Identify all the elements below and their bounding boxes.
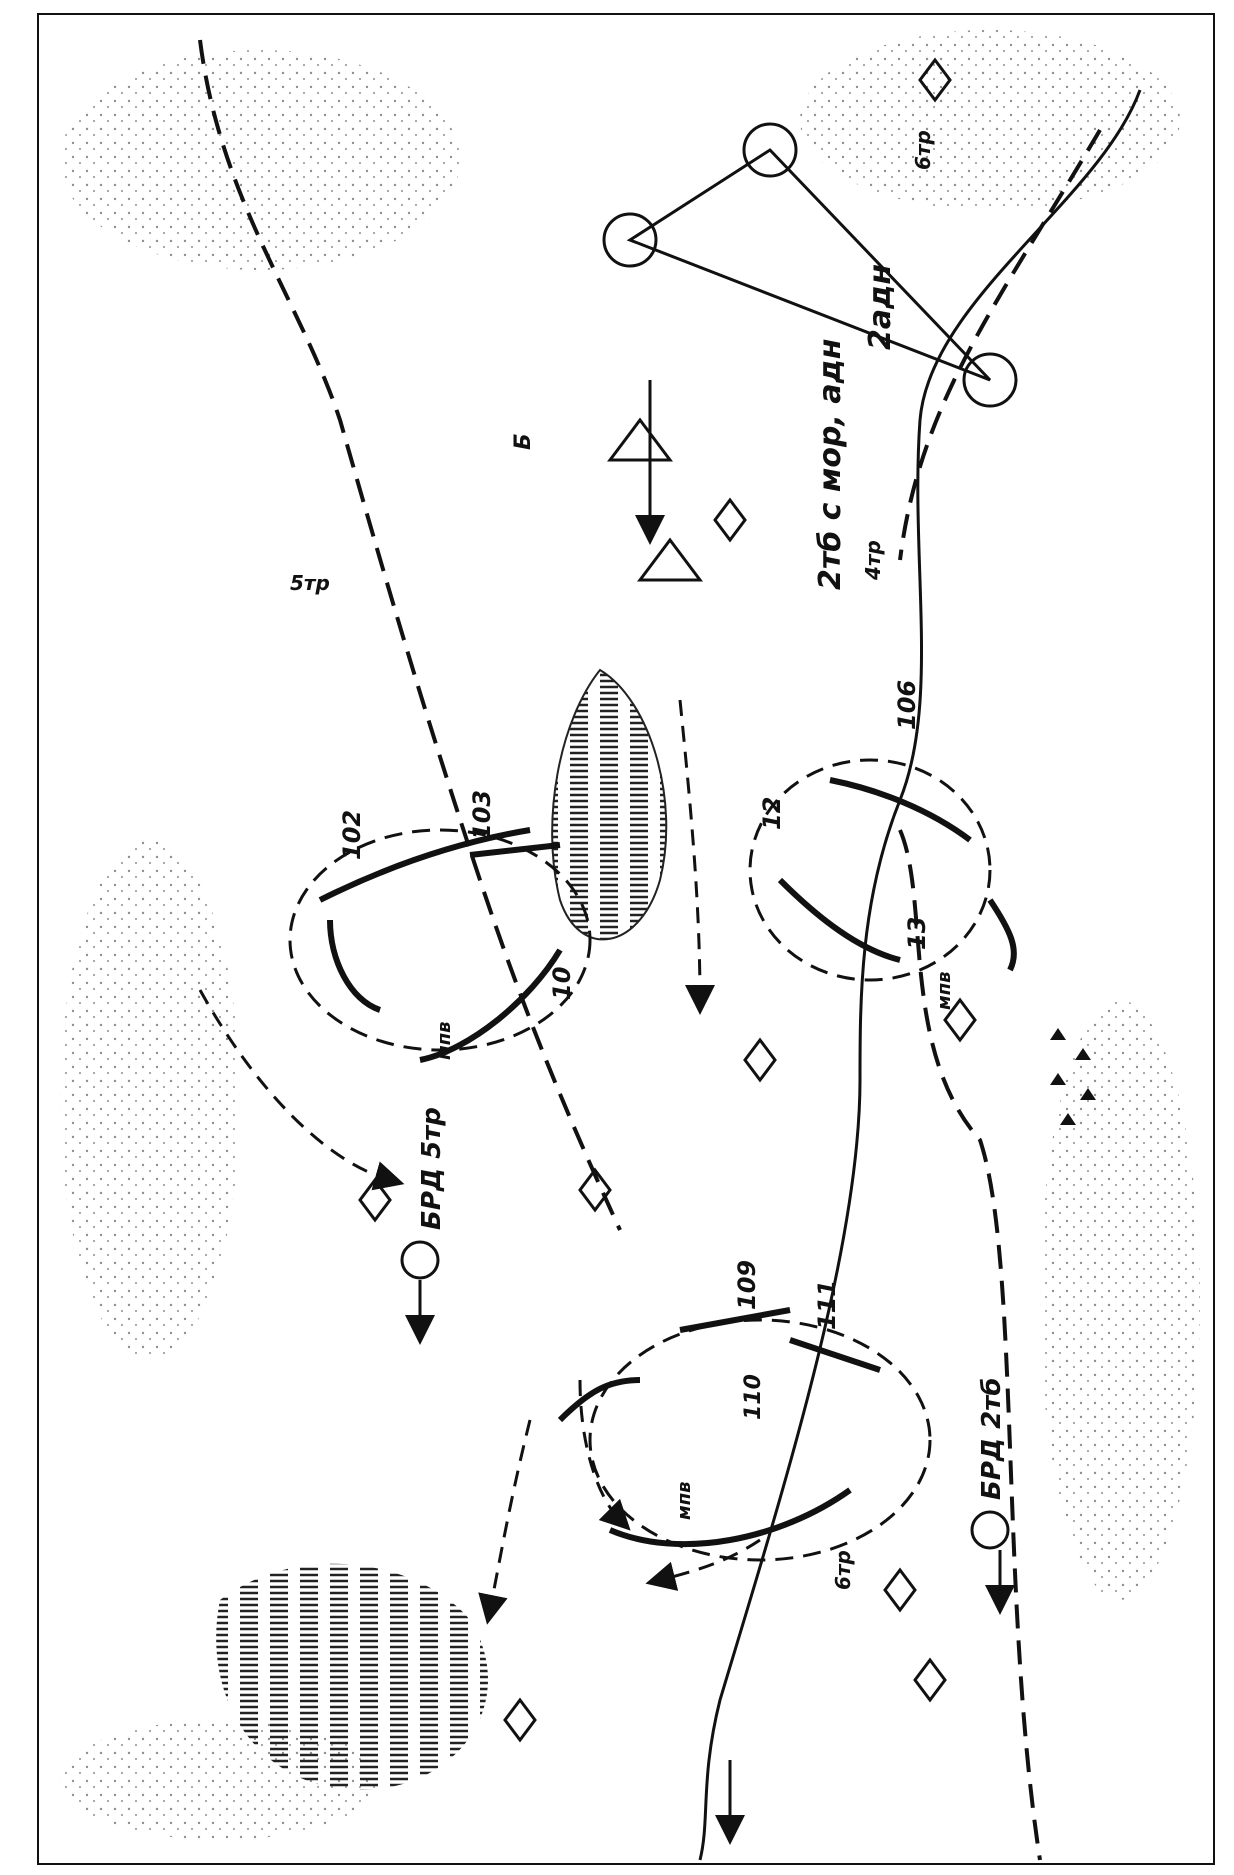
label-2adn: 2адн xyxy=(863,264,898,350)
label-102: 102 xyxy=(338,810,366,860)
triangle-mines xyxy=(1050,1028,1096,1125)
label-10: 10 xyxy=(548,967,576,1000)
label-mpv-left: мпв xyxy=(434,1021,455,1060)
label-2tb: 2тб с мор, адн xyxy=(813,338,848,590)
label-103: 103 xyxy=(468,790,496,840)
movement-arrows xyxy=(198,699,761,1625)
unit-diamonds xyxy=(358,57,977,1743)
artillery-triangle xyxy=(602,122,1018,408)
solid-arrows xyxy=(405,380,1015,1845)
map-labels: 2адн 2тб с мор, адн 4тр 5тр 6тр 6тр БРД … xyxy=(290,130,1007,1590)
position-102-103 xyxy=(318,827,563,1063)
strongpoint-perimeters xyxy=(288,758,992,1562)
roads xyxy=(198,39,1102,1861)
brd-markers xyxy=(400,1240,1010,1550)
map-frame xyxy=(37,13,1215,1865)
label-5tr: 5тр xyxy=(290,571,330,595)
label-111: 111 xyxy=(813,1280,841,1330)
stipple-terrain xyxy=(60,30,1200,1840)
label-6tr-top: 6тр xyxy=(911,130,935,170)
label-brd-2tb: БРД 2тб xyxy=(977,1378,1007,1500)
position-106-13 xyxy=(777,777,1017,972)
label-6tr-bottom: 6тр xyxy=(831,1550,855,1590)
label-4tr: 4тр xyxy=(861,540,885,581)
label-12: 12 xyxy=(758,797,786,830)
river xyxy=(698,89,1142,1861)
label-b: Б xyxy=(511,433,536,450)
label-109: 109 xyxy=(733,1260,761,1310)
observation-triangles xyxy=(607,417,703,582)
label-110: 110 xyxy=(741,1374,766,1420)
label-brd-5tr: БРД 5тр xyxy=(417,1107,447,1230)
label-106: 106 xyxy=(893,680,921,730)
label-13: 13 xyxy=(903,917,931,950)
label-mpv-bottom: мпв xyxy=(674,1481,695,1520)
label-mpv-right: мпв xyxy=(934,971,955,1010)
hatched-hill xyxy=(216,668,668,1790)
